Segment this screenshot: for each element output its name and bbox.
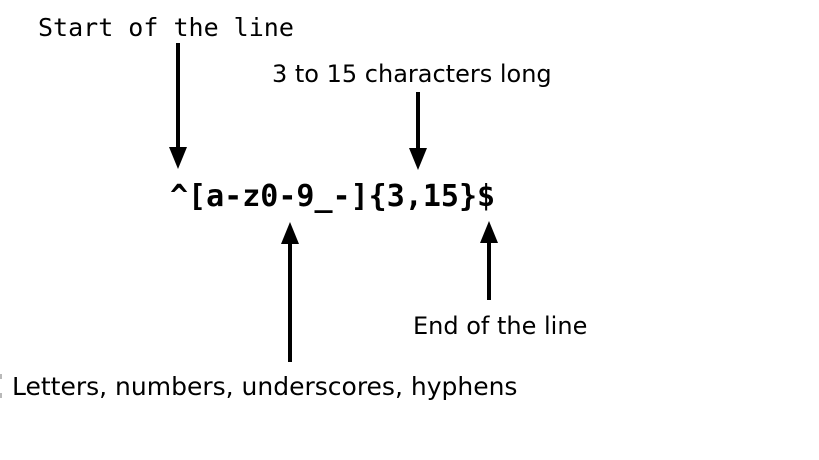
regex-pattern: ^[a-z0-9_-]{3,15}$	[170, 179, 496, 214]
label-start-of-line: Start of the line	[38, 13, 294, 42]
label-length: 3 to 15 characters long	[272, 60, 552, 88]
arrow-up-end-of-line-icon	[480, 221, 498, 300]
arrow-up-character-class-icon	[281, 222, 299, 362]
left-edge-artifact-top	[0, 374, 2, 379]
label-character-class: Letters, numbers, underscores, hyphens	[12, 372, 518, 401]
arrow-down-start-of-line-icon	[169, 43, 187, 169]
arrow-down-length-icon	[409, 92, 427, 170]
label-end-of-line: End of the line	[413, 312, 588, 340]
left-edge-artifact-bottom	[0, 393, 2, 398]
